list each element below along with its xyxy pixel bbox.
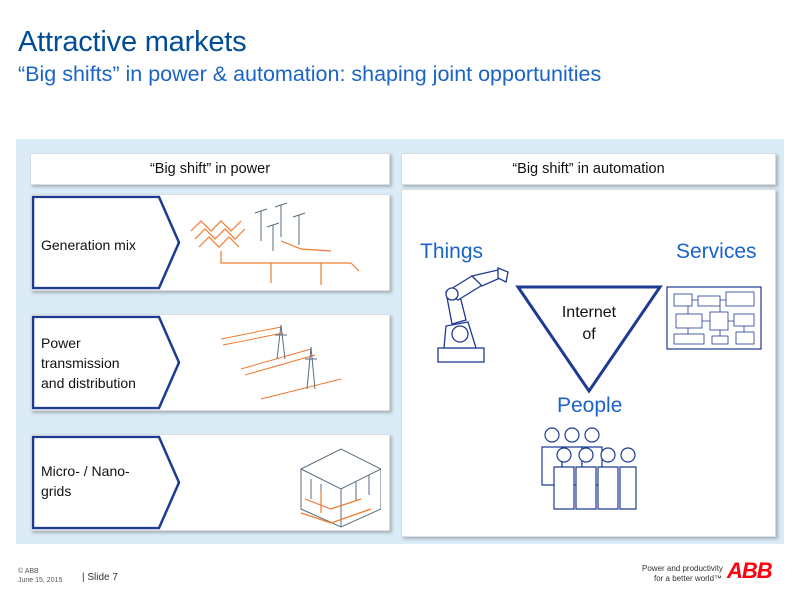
tagline-line1: Power and productivity [642, 564, 723, 573]
footer-copyright: © ABB [18, 568, 39, 575]
internet-triangle [515, 285, 663, 394]
page-title: Attractive markets [18, 26, 247, 58]
generation-mix-label: Generation mix [41, 237, 136, 253]
chevron-shape [31, 195, 181, 290]
power-card-microgrids: Micro- / Nano- grids [30, 434, 390, 531]
tagline-line2: for a better world™ [654, 574, 723, 583]
power-card-generation: Generation mix [30, 194, 390, 291]
power-card-transmission: Power transmission and distribution [30, 314, 390, 411]
chevron-shape [31, 435, 181, 530]
people-group-icon [541, 427, 637, 510]
services-diagram-icon [666, 286, 762, 350]
microgrids-label: Micro- / Nano- grids [41, 463, 130, 499]
robot-arm-icon [437, 267, 509, 363]
internet-of-label: Internet of [561, 304, 617, 343]
footer-date: June 15, 2015 [18, 577, 63, 584]
services-label: Services [676, 240, 757, 263]
chevron-shape [31, 315, 181, 410]
page-subtitle: “Big shifts” in power & automation: shap… [18, 62, 602, 86]
abb-logo: ABB [727, 558, 773, 583]
transmission-towers-illustration [220, 324, 342, 400]
automation-heading: “Big shift” in automation [401, 153, 776, 185]
power-heading: “Big shift” in power [30, 153, 390, 185]
transmission-label: Power transmission and distribution [41, 335, 136, 391]
microgrid-building-illustration [300, 448, 381, 528]
wind-solar-illustration [190, 202, 360, 285]
people-label: People [557, 394, 623, 417]
things-label: Things [420, 240, 484, 263]
slide-number: | Slide 7 [82, 572, 118, 583]
